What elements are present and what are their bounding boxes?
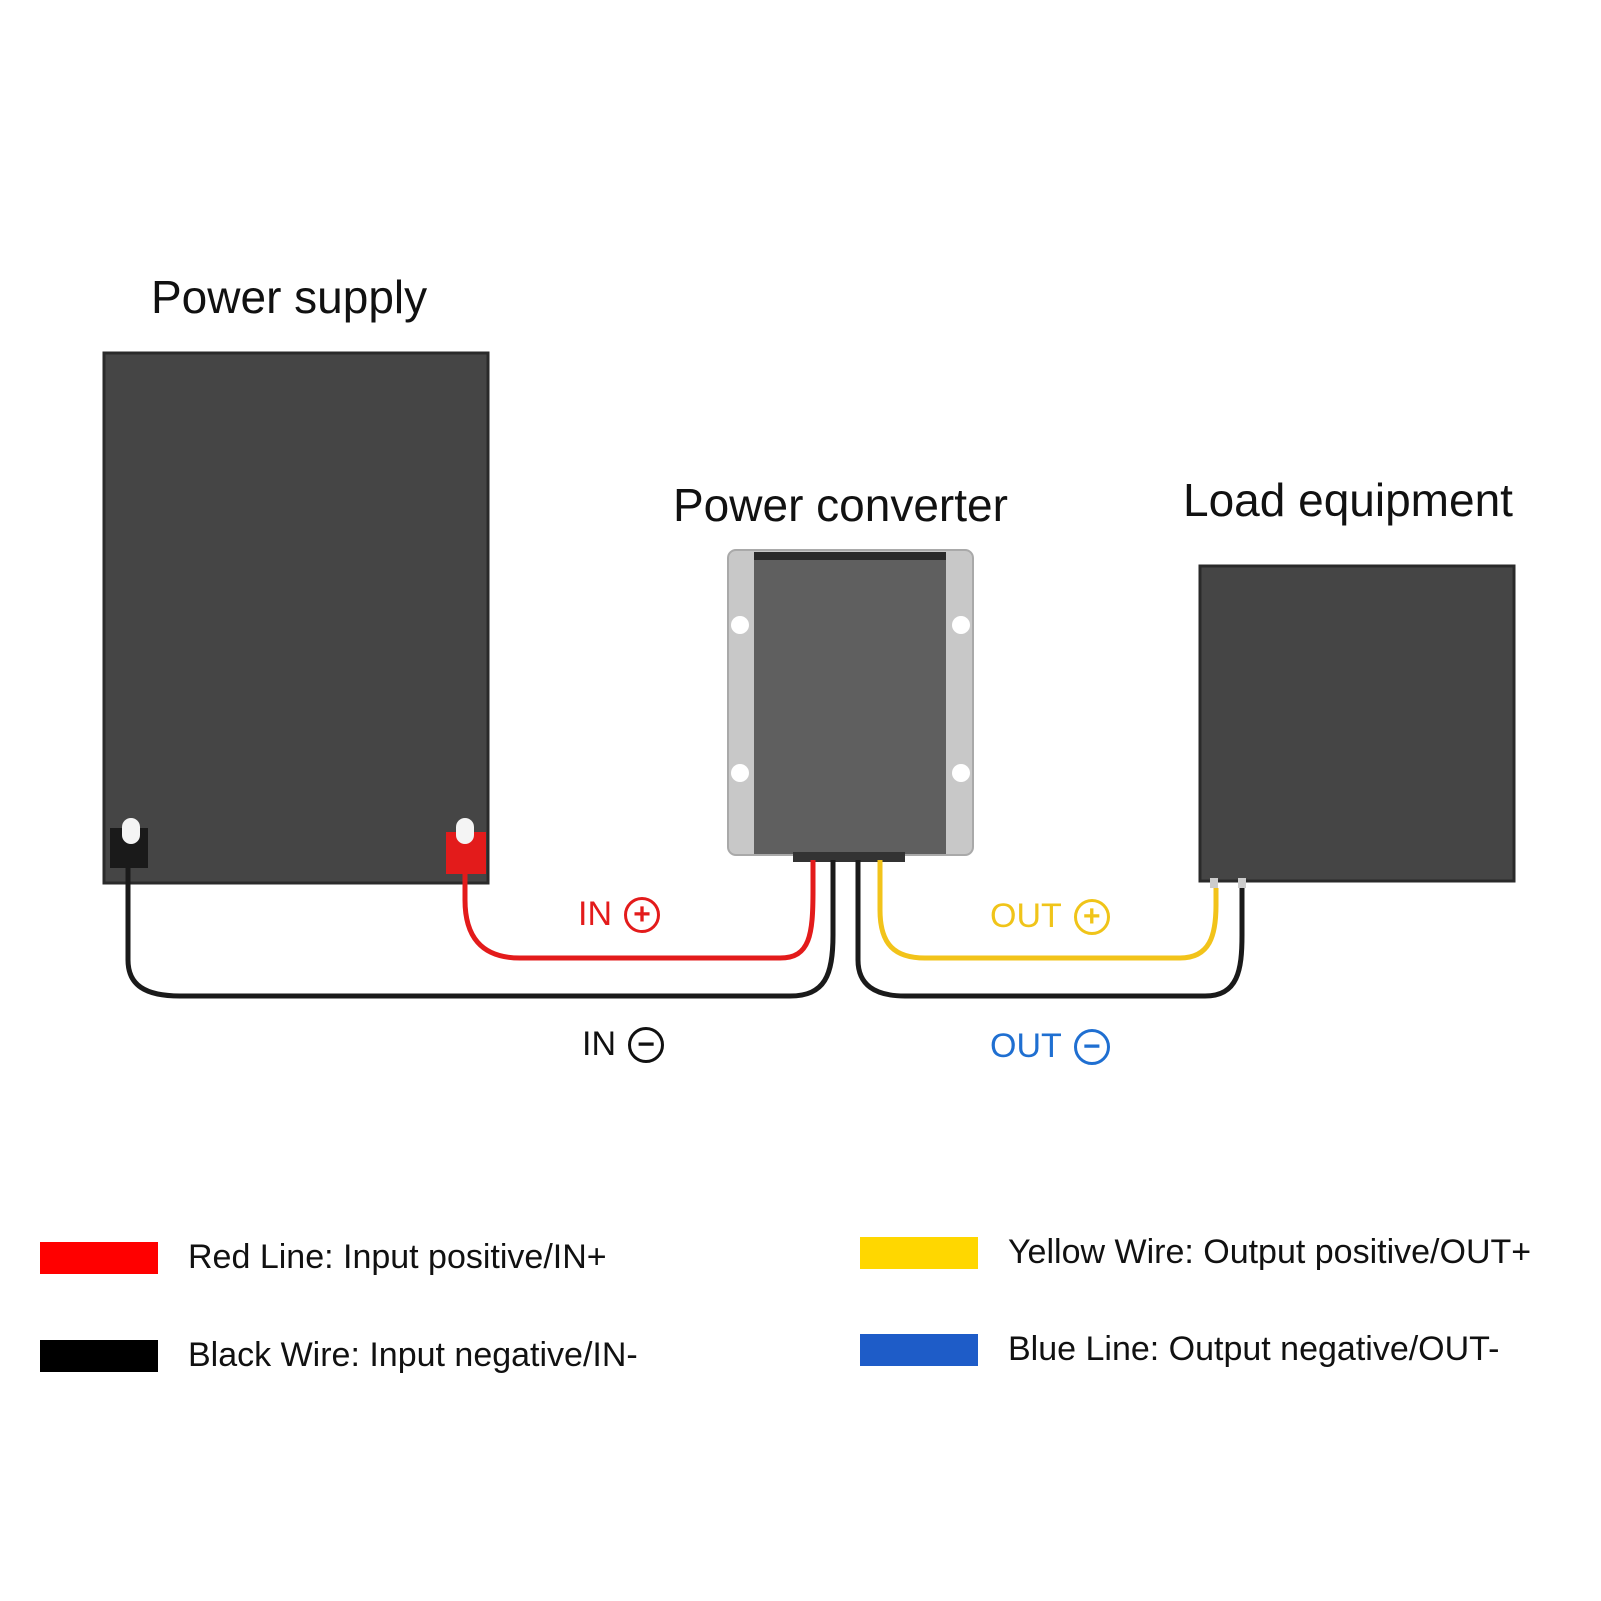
legend-yellow-label: Yellow Wire: Output positive/OUT+: [1008, 1233, 1532, 1271]
blue-swatch: [860, 1333, 978, 1366]
load-equipment-box: [1198, 564, 1516, 883]
legend-blue: Blue Line: Output negative/OUT-: [860, 1330, 1499, 1369]
power-supply-title: Power supply: [151, 271, 428, 323]
power-converter-title: Power converter: [673, 479, 1008, 531]
yellow-wire: [877, 860, 1219, 961]
out-negative-text: OUT: [990, 1027, 1062, 1065]
black-wire-input: [125, 860, 836, 999]
legend-red: Red Line: Input positive/IN+: [40, 1238, 607, 1277]
black-wire-output: [855, 860, 1245, 999]
in-negative-label: IN −: [582, 1025, 664, 1064]
out-positive-label: OUT +: [990, 897, 1110, 936]
in-positive-label: IN +: [578, 895, 660, 934]
power-supply-box: [102, 351, 490, 885]
power-converter-box: [727, 549, 974, 862]
in-positive-text: IN: [578, 895, 612, 933]
red-swatch: [40, 1241, 158, 1274]
plus-circle-icon: +: [1073, 898, 1110, 935]
plus-circle-icon: +: [624, 896, 660, 933]
load-terminals: [1210, 878, 1246, 888]
minus-circle-icon: −: [1073, 1028, 1110, 1065]
yellow-swatch: [860, 1236, 978, 1269]
red-wire: [462, 860, 816, 961]
in-negative-text: IN: [582, 1025, 616, 1063]
legend-black-label: Black Wire: Input negative/IN-: [188, 1336, 638, 1374]
legend-black: Black Wire: Input negative/IN-: [40, 1336, 638, 1375]
supply-positive-terminal: [446, 818, 486, 874]
legend-yellow: Yellow Wire: Output positive/OUT+: [860, 1233, 1531, 1272]
black-swatch: [40, 1339, 158, 1372]
legend-red-label: Red Line: Input positive/IN+: [188, 1238, 607, 1276]
load-equipment-title: Load equipment: [1183, 474, 1513, 526]
minus-circle-icon: −: [628, 1026, 664, 1063]
out-positive-text: OUT: [990, 897, 1062, 935]
out-negative-label: OUT −: [990, 1027, 1110, 1066]
legend-blue-label: Blue Line: Output negative/OUT-: [1008, 1330, 1500, 1368]
